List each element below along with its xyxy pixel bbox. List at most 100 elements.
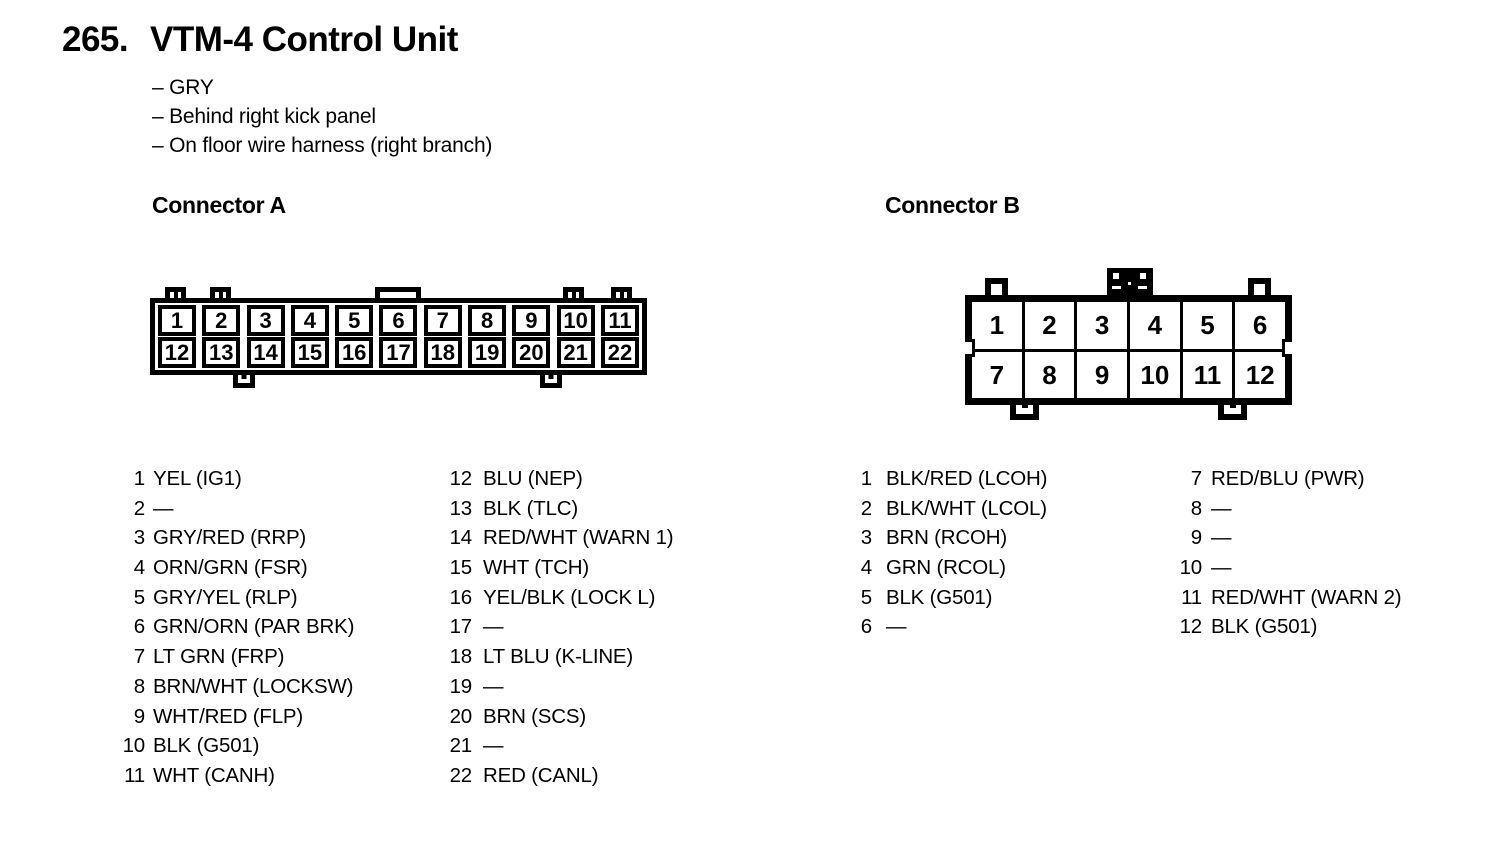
pin-number: 22	[449, 763, 473, 787]
connector-a-bottom-tab-left	[233, 370, 255, 388]
pin-wire-label: —	[1211, 556, 1232, 580]
pin-wire-label: WHT (TCH)	[483, 556, 589, 580]
pin-cavity-17: 17	[379, 337, 418, 368]
pin-wire-label: YEL (IG1)	[153, 467, 242, 490]
connector-b-bottom-tab-left	[1010, 398, 1039, 420]
pin-row: 2 BLK/WHT (LCOL)	[840, 494, 1047, 524]
section-number: 265.	[62, 20, 129, 59]
pin-cavity-22: 22	[600, 337, 639, 368]
pin-number: 7	[1190, 467, 1202, 490]
pin-wire-label: BRN (SCS)	[483, 704, 586, 728]
latch-mark	[1113, 273, 1119, 279]
detail-line: – Behind right kick panel	[152, 104, 376, 128]
pin-wire-label: YEL/BLK (LOCK L)	[483, 585, 656, 609]
pin-cavity-3: 3	[246, 305, 285, 336]
pin-wire-label: BLK (G501)	[886, 585, 993, 609]
pin-cavity-18: 18	[423, 337, 462, 368]
pin-wire-label: —	[153, 496, 174, 520]
pin-wire-label: —	[1211, 496, 1232, 520]
pin-number: 16	[449, 585, 473, 609]
connector-b-latch-icon	[1107, 268, 1153, 297]
page-title: VTM-4 Control Unit	[150, 20, 458, 59]
pin-cavity-12: 12	[158, 337, 196, 368]
connector-b-heading: Connector B	[885, 192, 1020, 218]
pin-cavity-1: 1	[972, 302, 1022, 349]
pin-row: 18 LT BLU (K-LINE)	[442, 642, 673, 672]
pin-cavity-2: 2	[1024, 302, 1075, 349]
pin-number: 19	[449, 674, 473, 698]
pin-number: 5	[133, 585, 145, 609]
pin-number: 21	[449, 734, 473, 758]
detail-line: – GRY	[152, 76, 214, 99]
connector-b-top-tab-6	[1248, 278, 1271, 302]
pin-row: 3 GRY/RED (RRP)	[115, 523, 354, 553]
pin-number: 12	[449, 467, 473, 490]
pin-wire-label: RED/WHT (WARN 1)	[483, 526, 674, 550]
pin-row: 9—	[1170, 523, 1401, 553]
pin-cavity-7: 7	[423, 305, 462, 336]
pin-cavity-5: 5	[1182, 302, 1233, 349]
pin-row: 8—	[1170, 494, 1401, 524]
pin-cavity-9: 9	[1077, 351, 1127, 398]
pin-cavity-9: 9	[512, 305, 551, 336]
pin-number: 9	[1190, 526, 1202, 550]
pin-wire-label: LT BLU (K-LINE)	[483, 645, 634, 669]
pin-number: 11	[124, 763, 145, 787]
pin-number: 12	[1179, 615, 1203, 639]
pin-number: 2	[860, 496, 872, 520]
connector-a-top-latch	[375, 287, 421, 303]
pin-number: 15	[449, 556, 473, 580]
pin-wire-label: —	[483, 674, 504, 698]
pin-cavity-10: 10	[1130, 351, 1180, 398]
pin-cavity-12: 12	[1235, 351, 1285, 398]
pin-wire-label: BLK/WHT (LCOL)	[886, 496, 1047, 520]
pin-number: 18	[449, 645, 473, 669]
latch-mark	[1128, 282, 1131, 285]
pin-wire-label: GRN/ORN (PAR BRK)	[153, 615, 355, 639]
pin-wire-label: —	[483, 615, 504, 639]
pin-number: 10	[1179, 556, 1203, 580]
connector-a-top-tab-10	[563, 287, 584, 303]
pin-number: 3	[133, 526, 145, 550]
latch-mark	[1138, 286, 1147, 289]
pin-number: 8	[133, 674, 145, 698]
pin-wire-label: ORN/GRN (FSR)	[153, 556, 308, 580]
pin-row: 2—	[115, 494, 354, 524]
pin-cavity-11: 11	[1182, 351, 1233, 398]
latch-mark	[1112, 286, 1121, 289]
pin-cavity-20: 20	[512, 337, 551, 368]
pin-wire-label: GRY/RED (RRP)	[153, 526, 307, 550]
pin-number: 6	[133, 615, 145, 639]
pin-wire-label: —	[483, 734, 504, 758]
connector-b-top-tab-1	[985, 278, 1008, 302]
pin-wire-label: —	[1211, 526, 1232, 550]
pin-number: 4	[860, 556, 872, 580]
connector-b-right-notch	[1282, 339, 1292, 357]
connector-b-left-notch	[965, 339, 975, 357]
pin-wire-label: GRY/YEL (RLP)	[153, 585, 298, 609]
pin-number: 9	[133, 704, 145, 728]
connector-a-top-tab-2	[210, 287, 231, 303]
pin-number: 6	[860, 615, 872, 639]
pin-number: 11	[1181, 585, 1202, 609]
pin-row: 19 —	[442, 672, 673, 702]
pin-row: 16 YEL/BLK (LOCK L)	[442, 583, 673, 613]
